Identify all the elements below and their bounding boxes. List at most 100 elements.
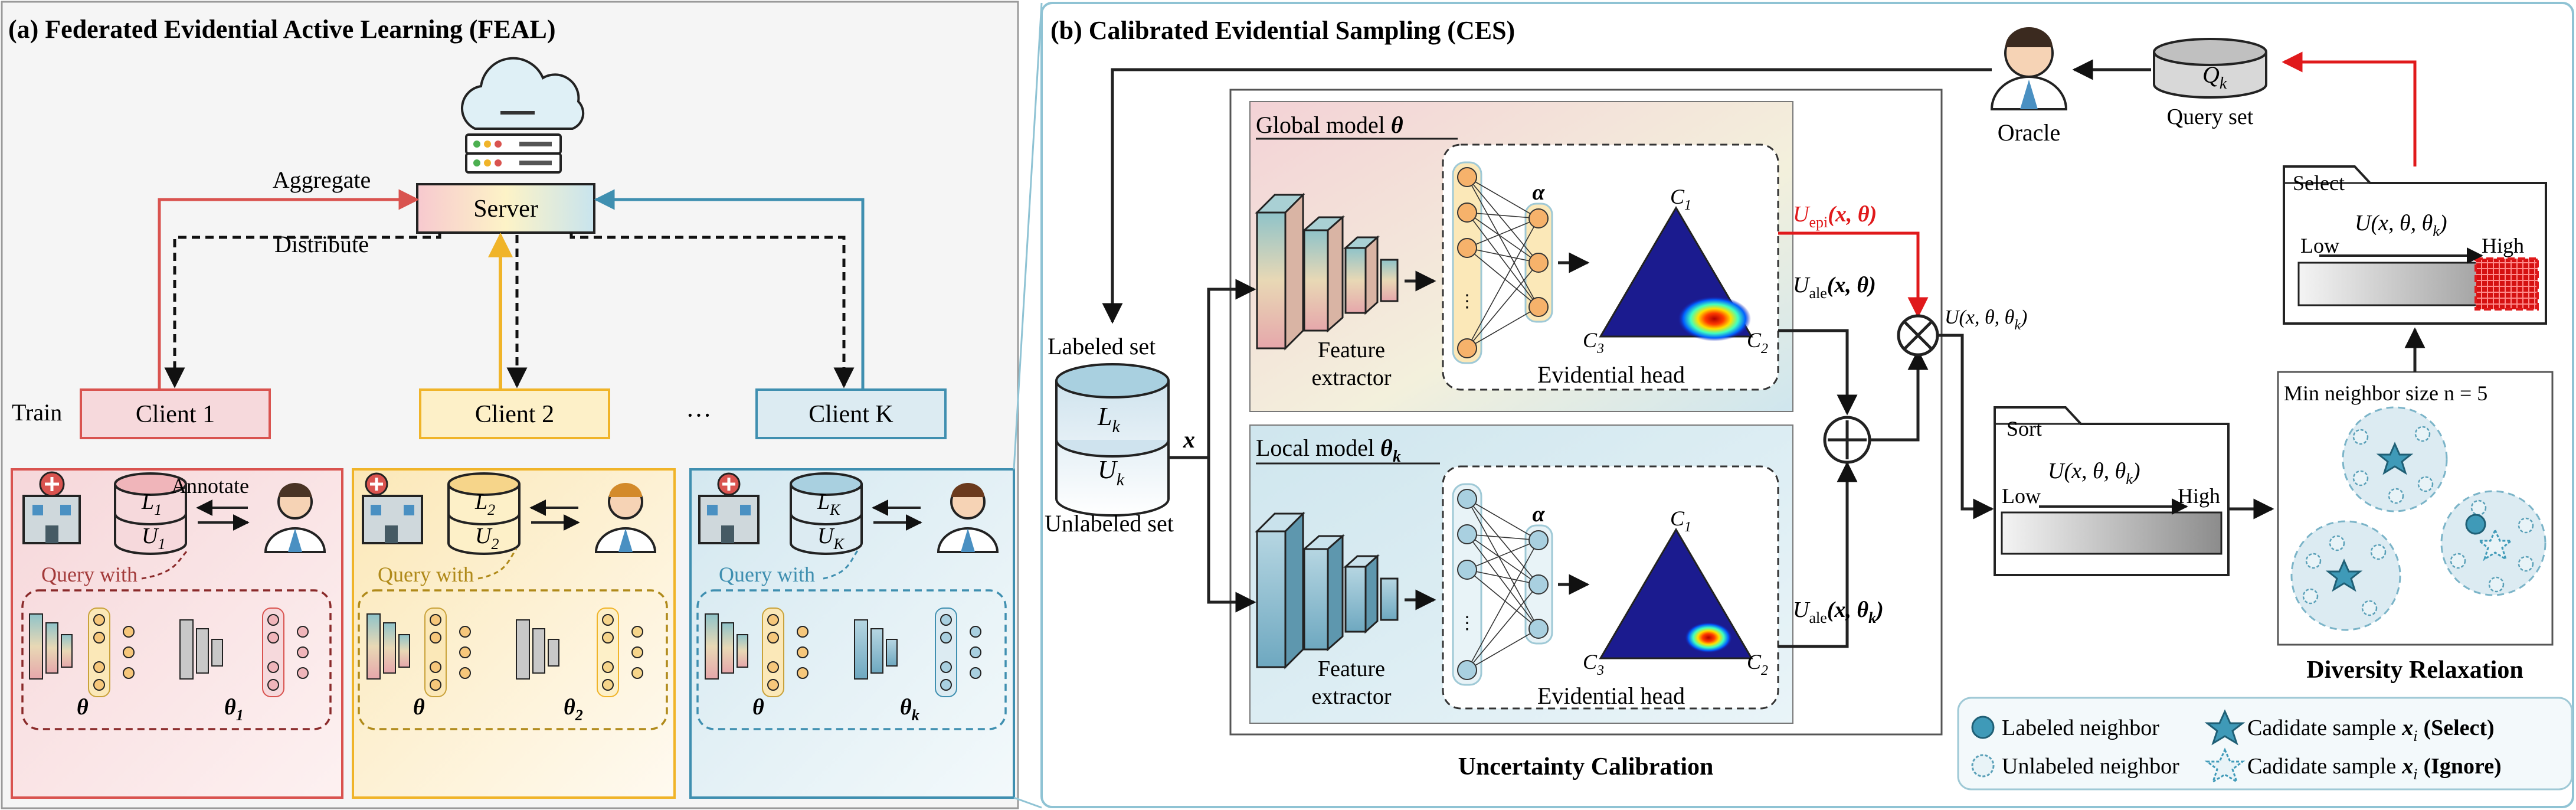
annotate-arrows [529,499,580,531]
sort-uncertainty-label: U(x, θ, θk) [2048,459,2140,488]
annotate-arrows [196,499,250,531]
global-evidential-head: ⋮ [1442,143,1779,391]
client-1-theta-local: θ1 [224,695,244,724]
sort-uncertainty-bar [2001,511,2223,555]
distribute-label: Distribute [274,231,369,257]
mini-global-extractor [29,613,73,680]
svg-text:⋮: ⋮ [1458,613,1476,633]
uncertainty-flow [1778,231,1929,648]
input-flow-arrows [1168,279,1256,613]
client-k-box [755,388,947,439]
annotate-label: Annotate [171,474,249,498]
client-k-labeled-set: LK [817,489,841,518]
labeled-neighbor-marker [2465,514,2486,535]
local-c3: C3 [1583,650,1604,678]
client-1-panel: L1 U1 Annotate Query with [11,468,343,799]
local-feature-label-1: Feature [1318,657,1385,681]
global-c2: C2 [1747,328,1768,357]
x-symbol: x [1183,426,1195,453]
sort-card [1994,406,2230,576]
legend-unlabeled-neighbor: Unlabeled neighbor [2002,754,2179,779]
zoom-connector [1013,2,1043,809]
selected-high-region [2474,257,2539,311]
sort-high-label: High [2178,484,2220,508]
client2-connectors [488,232,528,390]
oracle-doctor-icon [1990,27,2068,110]
select-to-queryset-arrow [2282,51,2417,166]
client-k-label: Client K [809,401,893,428]
doctor-icon [594,483,657,553]
client-2-box [419,388,610,439]
annotate-arrows [872,499,922,531]
ignored-star [2476,528,2514,561]
doctor-icon [264,483,326,553]
global-evidential-head-label: Evidential head [1537,361,1685,388]
mini-local-head [935,608,981,697]
global-feature-label-2: extractor [1311,365,1391,390]
unlabeled-neighbors [2302,426,2534,616]
local-feature-extractor [1255,511,1399,669]
ellipsis-label: ··· [686,401,712,430]
client-2-unlabeled-set: U2 [475,524,499,553]
u-ale-local-label: Uale(x, θk) [1793,597,1884,626]
uncertainty-calibration-label: Uncertainty Calibration [1458,753,1714,780]
global-c1: C1 [1670,185,1691,213]
selected-star-top [2376,442,2414,475]
unlabeled-set-label: Unlabeled set [1045,510,1174,537]
select-low-label: Low [2300,234,2339,257]
global-feature-extractor [1255,192,1399,351]
oracle-to-labeled-arrow [1102,68,1992,324]
server-label: Server [473,195,538,223]
client-1-unlabeled-set: U1 [142,524,165,553]
local-database-icon [447,472,521,555]
sort-tab-label: Sort [2007,417,2042,440]
sort-low-label: Low [2002,484,2041,508]
hospital-icon [362,472,423,544]
min-neighbor-label: Min neighbor size n = 5 [2284,381,2487,405]
mini-local-head [597,608,643,697]
query-set-icon [2153,38,2267,99]
panel-a-title: (a) Federated Evidential Active Learning… [8,15,556,44]
panel-b: (b) Calibrated Evidential Sampling (CES)… [1040,2,2574,808]
local-database-icon [790,472,863,555]
clientk-connectors [569,189,865,390]
oracle-label: Oracle [1998,119,2061,146]
client1-connectors [158,189,441,390]
server-box [416,183,595,234]
diversity-relaxation-label: Diversity Relaxation [2306,657,2523,684]
client-2-labeled-set: L2 [474,489,495,518]
client-k-unlabeled-set: UK [817,524,845,553]
doctor-icon [937,483,999,553]
client-k-theta: θ [752,695,764,720]
client-1-query-with: Query with [41,563,138,586]
u-total-label: U(x, θ, θk) [1945,306,2027,333]
local-c1: C1 [1670,507,1691,535]
mini-global-head [762,608,809,697]
mini-global-extractor [705,613,748,680]
panel-b-title: (b) Calibrated Evidential Sampling (CES) [1050,16,1515,45]
local-c2: C2 [1747,650,1768,678]
db-labeled-symbol: Lk [1097,402,1120,436]
selected-star-left [2325,558,2363,592]
cloud-server-icon [461,57,585,174]
client-1-label: Client 1 [136,401,215,428]
select-tab-label: Select [2293,171,2345,195]
mini-local-head [262,608,309,697]
legend [1957,697,2573,791]
query-set-symbol: Qk [2202,61,2227,93]
client-2-theta: θ [413,695,425,720]
aggregate-label: Aggregate [273,166,371,193]
mini-local-extractor [516,619,559,680]
select-high-label: High [2482,234,2524,257]
client-1-labeled-set: L1 [141,489,162,518]
client-k-query-with: Query with [719,563,815,586]
mini-local-extractor [179,619,223,680]
mini-global-head [424,608,471,697]
diversity-relaxation-panel [2277,371,2554,646]
legend-unlabeled-marker [1971,754,1995,778]
client-database-icon [1055,363,1170,517]
